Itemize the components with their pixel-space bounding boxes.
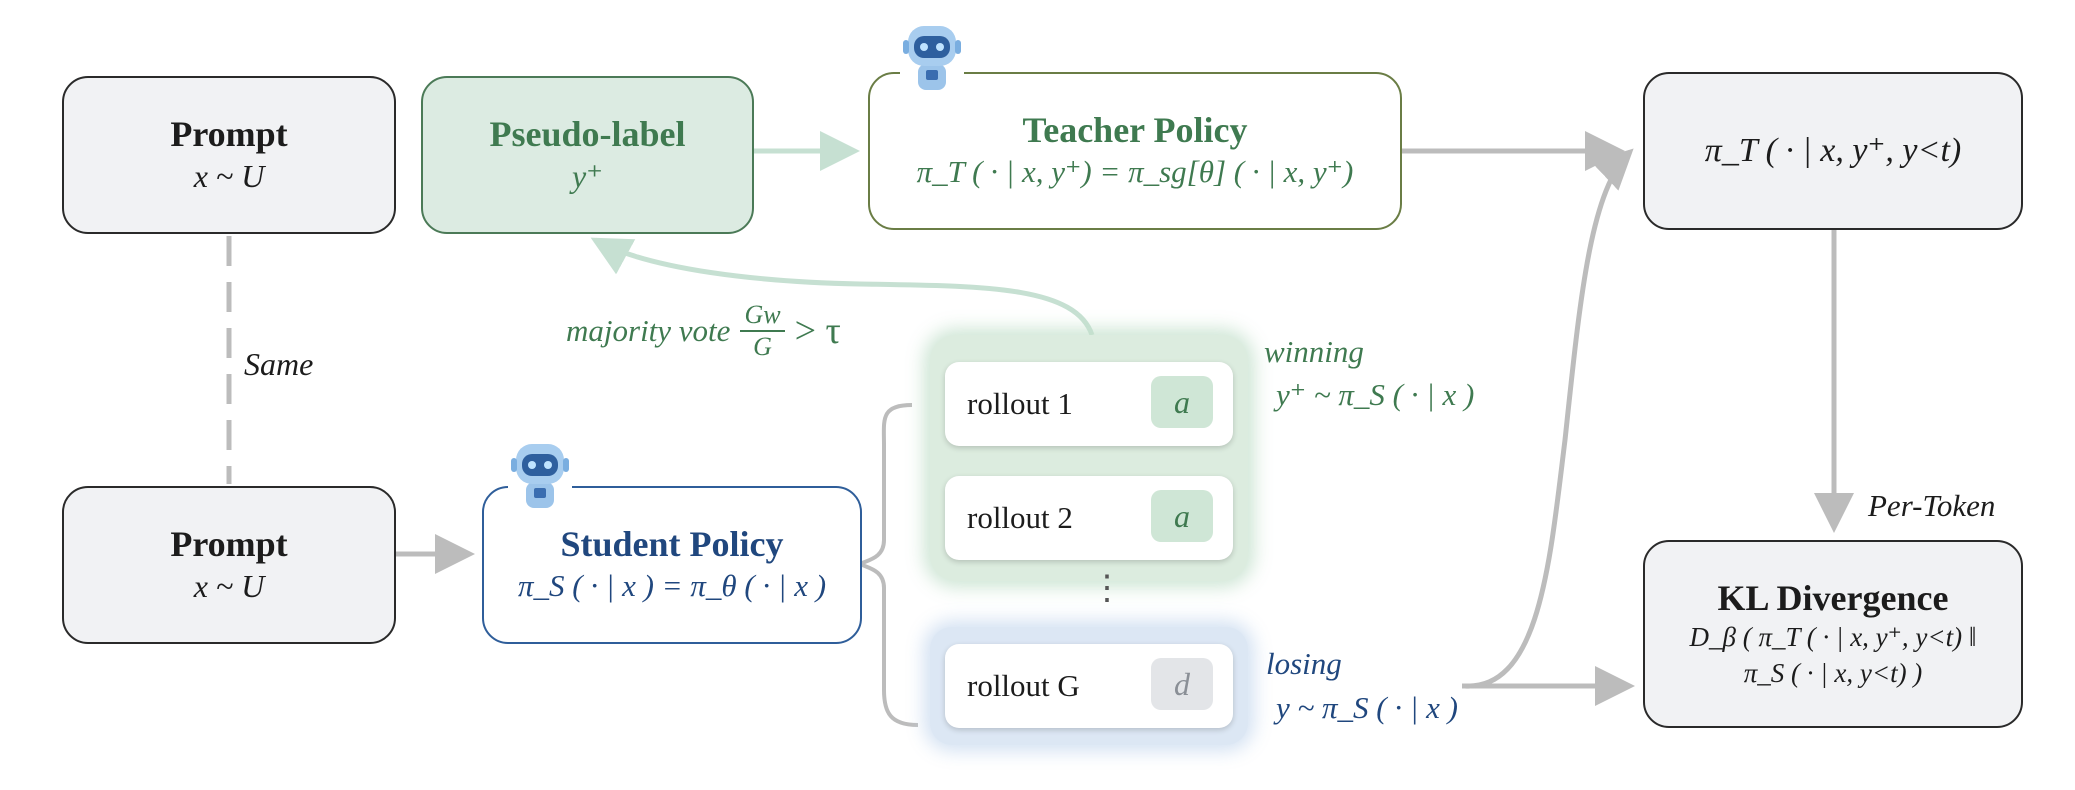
majority-vote-label: majority vote Gw G > τ bbox=[566, 300, 841, 362]
student-policy-box: Student Policy π_S ( · | x ) = π_θ ( · |… bbox=[482, 486, 862, 644]
teacher-policy-title: Teacher Policy bbox=[1022, 110, 1248, 150]
fraction-numerator: Gw bbox=[740, 300, 785, 332]
rollout-2: rollout 2 a bbox=[945, 476, 1233, 560]
losing-label: losing bbox=[1266, 646, 1342, 681]
per-token-label: Per-Token bbox=[1868, 488, 1996, 523]
kl-formula-line1: D_β ( π_T ( · | x, y⁺, y<t) ‖ bbox=[1689, 622, 1977, 652]
rollout-G-label: rollout G bbox=[967, 668, 1080, 703]
losing-formula: y ~ π_S ( · | x ) bbox=[1276, 690, 1458, 725]
rollout-2-answer: a bbox=[1151, 490, 1213, 542]
same-label: Same bbox=[244, 346, 314, 382]
pseudo-label-formula: y⁺ bbox=[571, 158, 604, 194]
winning-formula: y⁺ ~ π_S ( · | x ) bbox=[1276, 377, 1475, 412]
kl-divergence-box: KL Divergence D_β ( π_T ( · | x, y⁺, y<t… bbox=[1643, 540, 2023, 728]
rollout-G-answer: d bbox=[1151, 658, 1213, 710]
vdots: ⋮ bbox=[1090, 570, 1124, 607]
teacher-policy-formula: π_T ( · | x, y⁺) = π_sg[θ] ( · | x, y⁺) bbox=[916, 154, 1354, 189]
kl-formula-line2: π_S ( · | x, y<t) ) bbox=[1743, 658, 1923, 688]
majority-vote-fraction: Gw G bbox=[740, 300, 785, 362]
prompt-top-title: Prompt bbox=[170, 114, 288, 154]
rollout-1: rollout 1 a bbox=[945, 362, 1233, 446]
rollout-1-answer: a bbox=[1151, 376, 1213, 428]
teacher-policy-box: Teacher Policy π_T ( · | x, y⁺) = π_sg[θ… bbox=[868, 72, 1402, 230]
prompt-bottom-formula: x ~ U bbox=[193, 568, 265, 604]
student-policy-title: Student Policy bbox=[560, 524, 784, 564]
pseudo-label-title: Pseudo-label bbox=[489, 114, 686, 154]
rollout-1-label: rollout 1 bbox=[967, 386, 1073, 421]
fraction-denominator: G bbox=[753, 332, 772, 361]
prompt-box-top: Prompt x ~ U bbox=[62, 76, 396, 234]
rollout-2-label: rollout 2 bbox=[967, 500, 1073, 535]
winning-label: winning bbox=[1264, 334, 1364, 369]
majority-vote-text: majority vote bbox=[566, 313, 731, 348]
robot-teacher-icon bbox=[900, 20, 964, 92]
teacher-output-box: π_T ( · | x, y⁺, y<t) bbox=[1643, 72, 2023, 230]
rollout-brace bbox=[855, 403, 919, 727]
rollout-G: rollout G d bbox=[945, 644, 1233, 728]
teacher-output-formula: π_T ( · | x, y⁺, y<t) bbox=[1704, 132, 1962, 169]
losing-to-teacher-output-arrow bbox=[1464, 148, 1634, 689]
pseudo-label-box: Pseudo-label y⁺ bbox=[421, 76, 754, 234]
majority-vote-relation: > τ bbox=[794, 310, 841, 352]
majority-vote-arrow bbox=[590, 237, 1095, 336]
robot-student-icon bbox=[508, 438, 572, 510]
prompt-top-formula: x ~ U bbox=[193, 158, 265, 194]
kl-divergence-title: KL Divergence bbox=[1717, 578, 1949, 618]
prompt-box-bottom: Prompt x ~ U bbox=[62, 486, 396, 644]
student-policy-formula: π_S ( · | x ) = π_θ ( · | x ) bbox=[517, 568, 827, 603]
prompt-bottom-title: Prompt bbox=[170, 524, 288, 564]
